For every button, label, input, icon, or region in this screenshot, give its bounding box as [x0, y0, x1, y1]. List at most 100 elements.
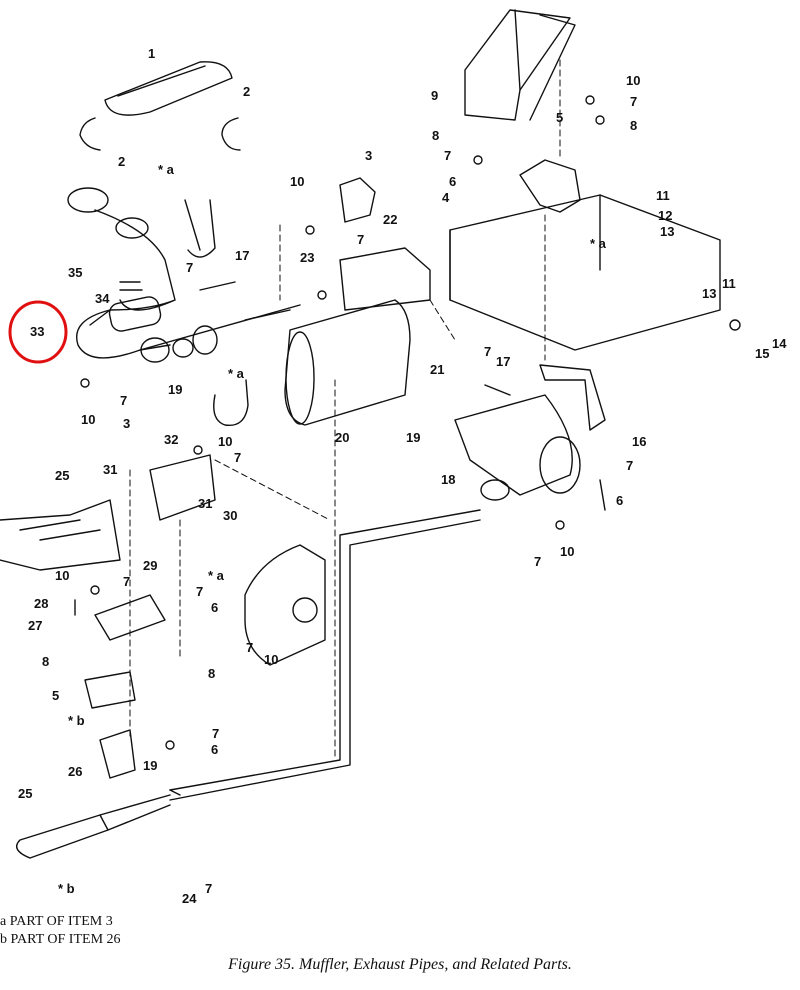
legend-b-text: b PART OF ITEM 26 — [0, 932, 121, 947]
clamp-part-2-right — [221, 117, 241, 151]
bracket-part-26 — [99, 729, 136, 779]
callout: 3 — [365, 148, 372, 163]
callout: 8 — [208, 666, 215, 681]
clamp-part-3-top — [339, 177, 376, 223]
callout: 7 — [212, 726, 219, 741]
callout: 5 — [52, 688, 59, 703]
clamp-part-5-top — [519, 159, 581, 213]
tail-pipe-part-18 — [454, 394, 573, 496]
callout: 7 — [234, 450, 241, 465]
callout: 27 — [28, 618, 42, 633]
callout: 17 — [496, 354, 510, 369]
callout: 30 — [223, 508, 237, 523]
callout: 4 — [442, 190, 450, 205]
callout: 17 — [235, 248, 249, 263]
callout: 8 — [630, 118, 637, 133]
front-exhaust-pipe-part-33 — [76, 209, 301, 359]
callout: 11 — [722, 276, 736, 291]
callout-star: * a — [158, 162, 175, 177]
callout: 6 — [449, 174, 456, 189]
callout: 19 — [143, 758, 157, 773]
callout: 18 — [441, 472, 455, 487]
callout: 26 — [68, 764, 82, 779]
bracket-part-22 — [339, 247, 431, 311]
bracket-part-29 — [94, 594, 166, 641]
callout: 7 — [196, 584, 203, 599]
mounting-bracket-part-9 — [464, 9, 571, 121]
callout: 2 — [243, 84, 250, 99]
callout: 22 — [383, 212, 397, 227]
callout: 10 — [264, 652, 278, 667]
callout: 20 — [335, 430, 349, 445]
callout: 7 — [626, 458, 633, 473]
support-plate-part-4 — [449, 194, 721, 351]
legend-note-b: b PART OF ITEM 26 — [0, 932, 121, 948]
callout: 10 — [626, 73, 640, 88]
callout: 7 — [534, 554, 541, 569]
callout: 7 — [246, 640, 253, 655]
callout: 7 — [444, 148, 451, 163]
transmission-housing — [244, 544, 326, 666]
callout: 19 — [406, 430, 420, 445]
callout-star: * a — [228, 366, 245, 381]
callout: 12 — [658, 208, 672, 223]
callout: 10 — [55, 568, 69, 583]
highlight-circle-item-33 — [8, 300, 68, 364]
legend-note-a: a PART OF ITEM 3 — [0, 914, 113, 930]
callout: 21 — [430, 362, 444, 377]
callout: 23 — [300, 250, 314, 265]
callout: 24 — [182, 891, 197, 906]
callout: 7 — [630, 94, 637, 109]
chassis-member-left — [0, 499, 121, 571]
callout: 8 — [42, 654, 49, 669]
exhaust-pipe-part-25 — [169, 509, 481, 801]
u-bolt-upper — [184, 199, 216, 258]
heat-shield-part-1 — [104, 61, 233, 116]
callout: 7 — [120, 393, 127, 408]
callout: 8 — [432, 128, 439, 143]
callout: 34 — [95, 291, 110, 306]
bracket-part-16 — [539, 364, 606, 431]
callout: 10 — [218, 434, 232, 449]
callout: 5 — [556, 110, 563, 125]
callout: 3 — [123, 416, 130, 431]
legend-a-text: a PART OF ITEM 3 — [0, 914, 113, 929]
callout-star: * b — [68, 713, 85, 728]
clamp-part-2-left — [79, 117, 101, 151]
flange-top-left — [67, 187, 109, 213]
callout: 1 — [148, 46, 155, 61]
callout: 29 — [143, 558, 157, 573]
callout: 13 — [702, 286, 716, 301]
callout: 32 — [164, 432, 178, 447]
figure-caption: Figure 35. Muffler, Exhaust Pipes, and R… — [228, 956, 572, 973]
callout: 15 — [755, 346, 769, 361]
callout: 31 — [198, 496, 212, 511]
callout: 28 — [34, 596, 48, 611]
callout: 10 — [290, 174, 304, 189]
callout: 7 — [484, 344, 491, 359]
callout: 35 — [68, 265, 82, 280]
callout: 25 — [18, 786, 32, 801]
callout: 11 — [656, 188, 670, 203]
callout: 13 — [660, 224, 674, 239]
callout: 7 — [205, 881, 212, 896]
callout: 14 — [772, 336, 787, 351]
callout-star: * a — [590, 236, 607, 251]
clamp-part-5-bottom — [84, 671, 136, 709]
callout: 10 — [81, 412, 95, 427]
callout: 7 — [186, 260, 193, 275]
callout: 31 — [103, 462, 117, 477]
callout: 6 — [211, 600, 218, 615]
callout: 16 — [632, 434, 646, 449]
callout: 6 — [211, 742, 218, 757]
callout-item-33: 33 — [30, 324, 44, 339]
callout-star: * a — [208, 568, 225, 583]
callout: 7 — [123, 574, 130, 589]
callout: 7 — [357, 232, 364, 247]
u-bolt-lower — [213, 379, 249, 427]
callout: 19 — [168, 382, 182, 397]
callout: 10 — [560, 544, 574, 559]
callout: 6 — [616, 493, 623, 508]
bracket-part-32 — [149, 454, 216, 521]
